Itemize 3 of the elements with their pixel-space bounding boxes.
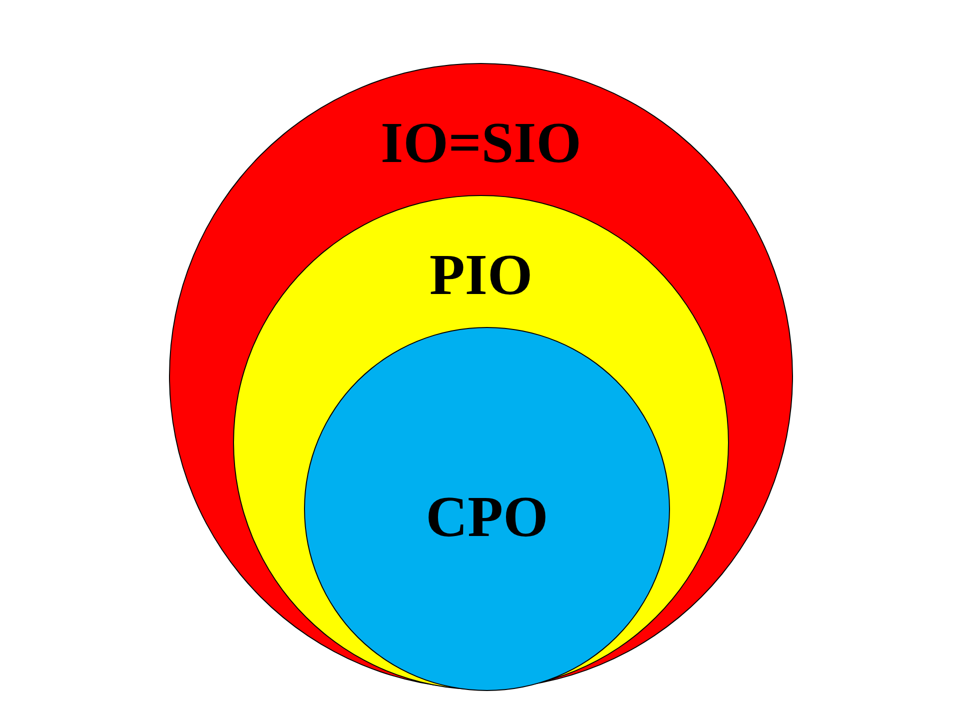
set-label: PIO [429,246,533,304]
set-label: IO=SIO [380,114,582,172]
set-label: CPO [426,488,548,546]
